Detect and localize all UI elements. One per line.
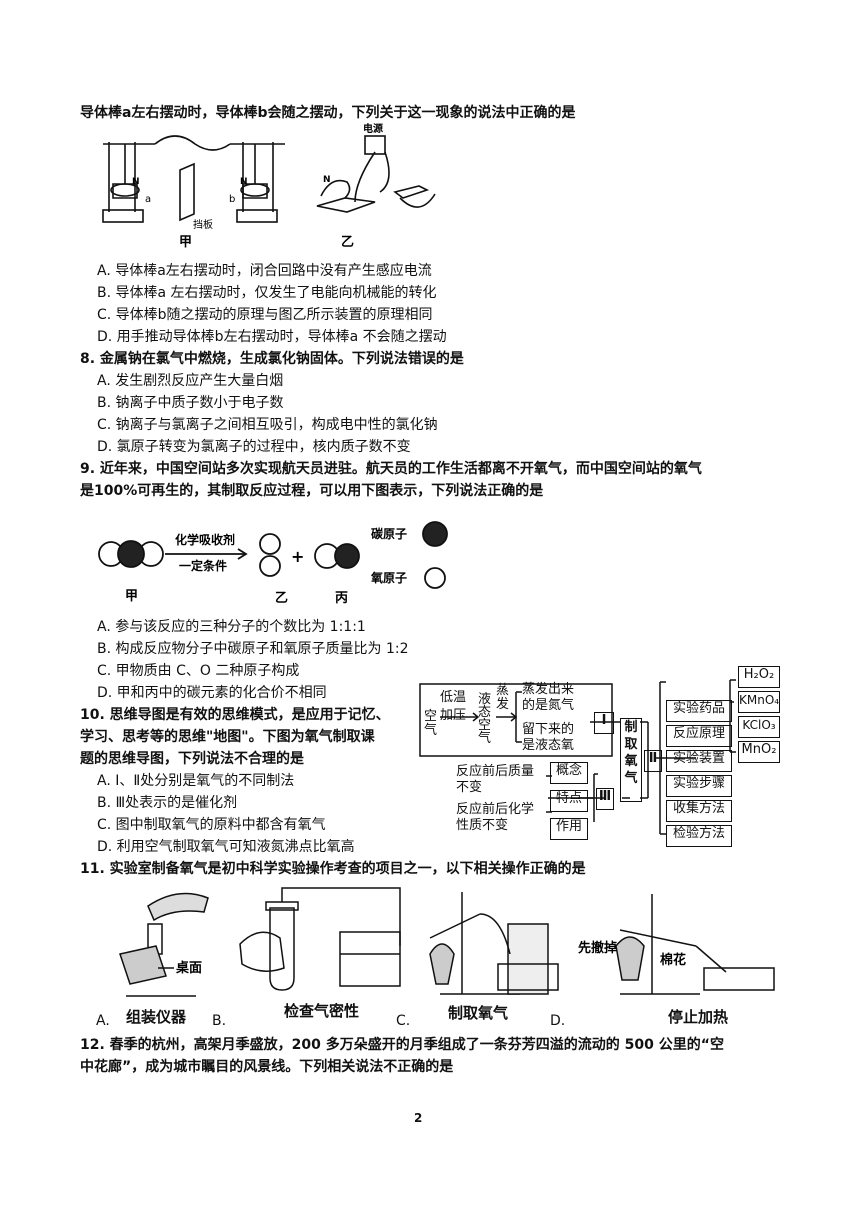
q9-option-d: D. 甲和丙中的碳元素的化合价不相同 xyxy=(97,685,327,701)
q9-arrow-bottom: 一定条件 xyxy=(179,558,227,573)
q7-b-label: b xyxy=(229,194,235,205)
q10-option-d: D. 利用空气制取氧气可知液氮沸点比氧高 xyxy=(97,839,355,855)
q9-arrow-top: 化学吸收剂 xyxy=(175,532,235,547)
q11-letter-c: C. xyxy=(396,1013,411,1029)
q10-center: 制取氧气 xyxy=(620,718,642,802)
q9-option-a: A. 参与该反应的三种分子的个数比为 1:1:1 xyxy=(97,619,366,635)
q11-caption-d: 停止加热 xyxy=(668,1008,729,1026)
q10-role: 作用 xyxy=(550,818,588,840)
q10-right-item-1: 实验药品 xyxy=(666,700,732,722)
q12-stem-line2: 中花廊”，成为城市瞩目的风景线。下列相关说法不正确的是 xyxy=(80,1059,454,1075)
q7-n-label-3: N xyxy=(323,175,331,185)
q10-out-n2: 蒸发出来的是氮气 xyxy=(522,682,575,713)
q11-letter-a: A. xyxy=(96,1013,110,1029)
q7-jia-label: 甲 xyxy=(179,235,192,250)
q7-option-c: C. 导体棒b随之摆动的原理与图乙所示装置的原理相同 xyxy=(97,307,433,323)
q11-caption-b: 检查气密性 xyxy=(284,1002,360,1020)
q7-option-a: A. 导体棒a左右摆动时，闭合回路中没有产生感应电流 xyxy=(97,263,432,279)
q7-n-label-1: N xyxy=(132,177,140,187)
q9-option-c: C. 甲物质由 C、O 二种原子构成 xyxy=(97,663,300,679)
q10-mass-same: 反应前后质量不变 xyxy=(456,764,535,795)
q8-option-c: C. 钠离子与氯离子之间相互吸引，构成电中性的氯化钠 xyxy=(97,417,438,433)
q7-figure: N N a b 挡板 甲 电源 N 乙 xyxy=(102,122,436,250)
q9-option-b: B. 构成反应物分子中碳原子和氧原子质量比为 1:2 xyxy=(97,641,409,657)
q11-stem: 11. 实验室制备氧气是初中科学实验操作考查的项目之一，以下相关操作正确的是 xyxy=(80,861,586,877)
q10-right-item-4: 实验步骤 xyxy=(666,775,732,797)
q10-option-a: A. Ⅰ、Ⅱ处分别是氧气的不同制法 xyxy=(97,773,295,789)
q9-stem-line2: 是100%可再生的，其制取反应过程，可以用下图表示，下列说法正确的是 xyxy=(80,483,544,499)
q10-chem-2: KMnO₄ xyxy=(738,691,780,713)
q10-stem-line2: 学习、思考等的思维"地图"。下图为氧气制取课 xyxy=(80,729,375,745)
q9-bing-label: 丙 xyxy=(335,591,348,606)
q7-option-d: D. 用手推动导体棒b左右摆动时，导体棒a 不会随之摆动 xyxy=(97,329,447,345)
q11-letter-b: B. xyxy=(212,1013,227,1029)
q8-stem: 8. 金属钠在氯气中燃烧，生成氯化钠固体。下列说法错误的是 xyxy=(80,351,464,367)
q12-stem-line1: 12. 春季的杭州，高架月季盛放，200 多万朵盛开的月季组成了一条芬芳四溢的流… xyxy=(80,1037,724,1053)
q10-right-item-2: 反应原理 xyxy=(666,725,732,747)
page-number: 2 xyxy=(414,1111,423,1125)
q10-pressurize: 加压 xyxy=(440,708,467,723)
q10-right-item-5: 收集方法 xyxy=(666,800,732,822)
q11-letter-d: D. xyxy=(550,1013,566,1029)
q10-chem-3: KClO₃ xyxy=(738,716,780,738)
q7-option-b: B. 导体棒a 左右摆动时，仅发生了电能向机械能的转化 xyxy=(97,285,437,301)
q10-option-c: C. 图中制取氧气的原料中都含有氧气 xyxy=(97,817,326,833)
q11-caption-a: 组装仪器 xyxy=(126,1008,187,1026)
q10-low-temp: 低温 xyxy=(440,690,467,705)
q8-option-a: A. 发生剧烈反应产生大量白烟 xyxy=(97,373,284,389)
q10-liquid-air: 液态空气 xyxy=(478,692,492,746)
q10-right-item-3: 实验装置 xyxy=(666,750,732,772)
q8-option-d: D. 氯原子转变为氯离子的过程中，核内质子数不变 xyxy=(97,439,411,455)
q10-left-o2: 留下来的是液态氧 xyxy=(522,722,575,753)
q9-oxygen-label: 氧原子 xyxy=(370,570,407,585)
q11-caption-c: 制取氧气 xyxy=(448,1004,509,1022)
q10-option-b: B. Ⅲ处表示的是催化剂 xyxy=(97,795,238,811)
q9-stem-line1: 9. 近年来，中国空间站多次实现航天员进驻。航天员的工作生活都离不开氧气，而中国… xyxy=(80,461,702,477)
q7-stem: 导体棒a左右摆动时，导体棒b会随之摆动，下列关于这一现象的说法中正确的是 xyxy=(80,105,576,121)
q9-carbon-label: 碳原子 xyxy=(371,526,407,541)
q7-baffle-label: 挡板 xyxy=(193,218,213,231)
q10-chem-same: 反应前后化学性质不变 xyxy=(456,802,535,833)
q10-right-item-6: 检验方法 xyxy=(666,825,732,847)
q10-stem-line3: 题的思维导图，下列说法不合理的是 xyxy=(80,751,304,767)
q9-yi-label: 乙 xyxy=(275,591,288,606)
q10-stem-line1: 10. 思维导图是有效的思维模式，是应用于记忆、 xyxy=(80,707,390,723)
q10-chem-1: H₂O₂ xyxy=(738,666,780,688)
q9-plus: + xyxy=(291,547,304,566)
q11-cotton-label: 棉花 xyxy=(660,952,686,968)
q9-reaction-figure: 化学吸收剂 一定条件 + 甲 乙 丙 碳原子 氧原子 xyxy=(98,521,448,606)
q10-evaporate: 蒸发 xyxy=(496,683,510,712)
q11-first-remove: 先撤掉 xyxy=(578,940,617,956)
q10-concept: 概念 xyxy=(550,762,588,784)
q10-roman-2: Ⅱ xyxy=(644,750,662,772)
q7-yi-label: 乙 xyxy=(341,235,354,250)
q10-map-lines xyxy=(419,679,736,835)
q11-figure: 桌面 先撤掉 棉花 xyxy=(119,887,775,997)
q10-chem-4: MnO₂ xyxy=(738,741,780,763)
q10-air: 空气 xyxy=(424,709,438,738)
q7-n-label-2: N xyxy=(240,177,248,187)
q7-power-label: 电源 xyxy=(363,122,383,135)
q10-roman-1: Ⅰ xyxy=(594,712,614,734)
q10-roman-3: Ⅲ xyxy=(596,788,614,810)
q7-a-label: a xyxy=(145,194,151,205)
q9-jia-label: 甲 xyxy=(125,589,138,604)
q10-feature: 特点 xyxy=(550,790,588,812)
q11-table-label: 桌面 xyxy=(176,960,202,976)
q8-option-b: B. 钠离子中质子数小于电子数 xyxy=(97,395,284,411)
